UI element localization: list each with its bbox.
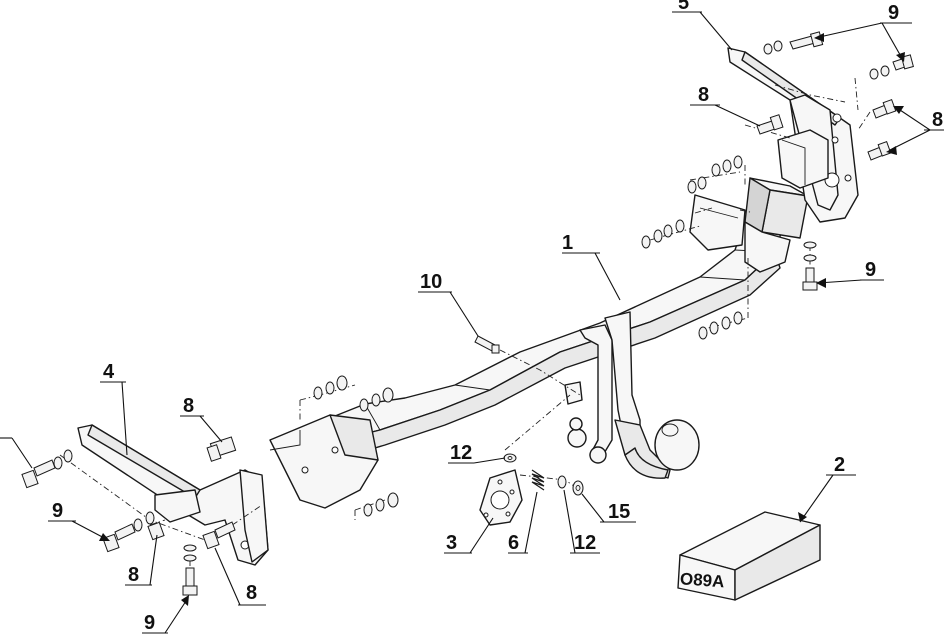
callout-8-left-mid: 8 <box>183 395 194 417</box>
washer-12-upper <box>503 453 517 463</box>
callout-12-lower: 12 <box>574 532 596 554</box>
hardware-left <box>206 335 500 517</box>
right-beam-bracket <box>689 194 746 251</box>
package-code: O89A <box>679 569 725 591</box>
callout-8-top-right: 8 <box>932 109 943 131</box>
callout-3: 3 <box>446 532 457 554</box>
callout-8-bottom: 8 <box>246 582 257 604</box>
callout-5: 5 <box>678 0 689 14</box>
small-plate-bracket <box>564 381 583 405</box>
callout-8-top-left: 8 <box>698 84 709 106</box>
spring-6 <box>531 469 545 491</box>
package-box: O89A <box>677 511 821 601</box>
callout-labels: 1 2 3 4 5 6 8 8 8 8 8 9 9 9 9 10 12 12 1… <box>52 0 943 634</box>
tow-ball <box>567 417 700 479</box>
callout-8-left-bottom: 8 <box>128 564 139 586</box>
callout-2: 2 <box>834 454 845 476</box>
callout-6: 6 <box>508 532 519 554</box>
callout-1: 1 <box>562 232 573 254</box>
callout-4: 4 <box>103 361 115 383</box>
callout-12-upper: 12 <box>450 442 472 464</box>
left-beam-bracket <box>269 414 379 509</box>
callout-15: 15 <box>608 501 630 523</box>
callout-9-top-right: 9 <box>888 2 899 24</box>
callout-10: 10 <box>420 271 442 293</box>
right-side-arm <box>727 47 859 223</box>
nut-15 <box>572 480 584 496</box>
left-side-arm <box>77 424 269 566</box>
hardware-top-right <box>641 31 914 340</box>
callout-9-bottom: 9 <box>144 612 155 634</box>
callout-9-left: 9 <box>52 500 63 522</box>
washer-12-lower <box>557 475 567 489</box>
leader-lines <box>0 11 944 634</box>
socket-plate <box>479 469 523 526</box>
callout-9-right: 9 <box>865 259 876 281</box>
right-tube-end <box>744 177 809 273</box>
